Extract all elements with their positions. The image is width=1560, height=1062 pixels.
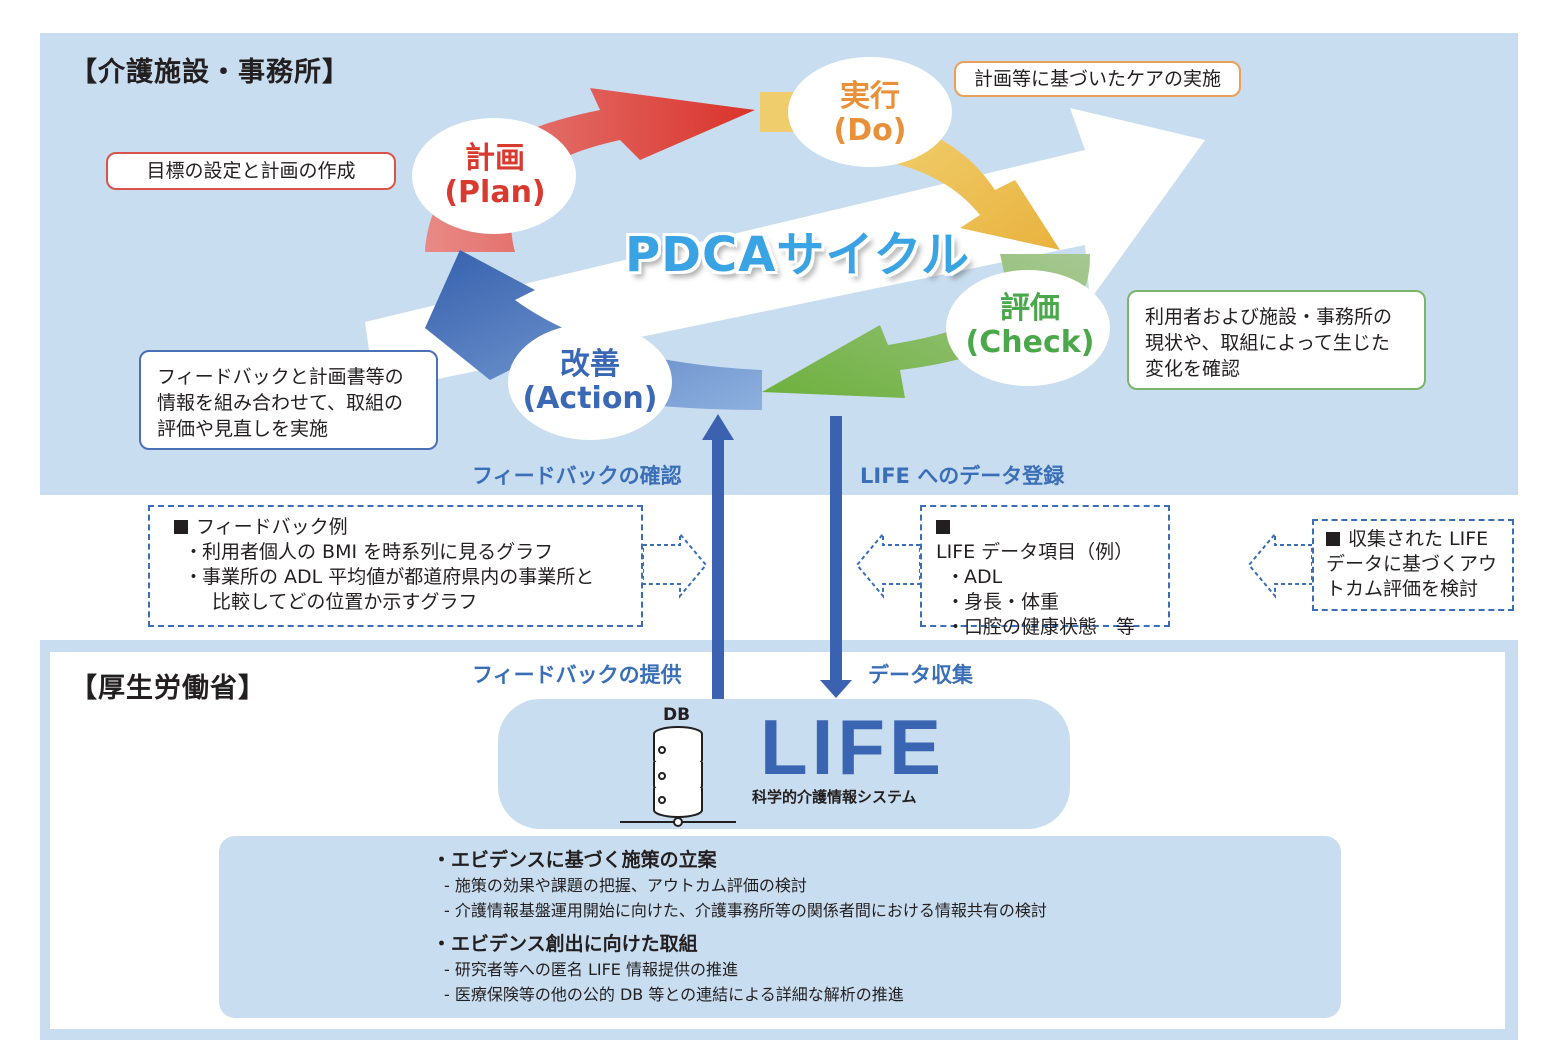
bullet-dot-icon: ・ [946, 566, 966, 588]
action-description: フィードバックと計画書等の 情報を組み合わせて、取組の 評価や見直しを実施 [139, 350, 438, 450]
action-label: 改善 (Action) [510, 348, 670, 416]
ministry-section-title: 【厚生労働省】 [70, 673, 266, 704]
evidence-heading: ・エビデンス創出に向けた取組 [432, 933, 698, 955]
check-label-en: (Check) [965, 325, 1095, 360]
data-down-arrowhead [820, 680, 852, 698]
check-description-line: 利用者および施設・事務所の [1145, 306, 1393, 328]
pdca-cycle-title: PDCAサイクル [625, 227, 970, 283]
feedback-examples-heading: フィードバック例 [174, 515, 617, 540]
bullet-dot-icon: ・ [184, 566, 204, 588]
feedback-provide-label: フィードバックの提供 [472, 663, 682, 687]
action-label-jp: 改善 [560, 347, 620, 382]
db-label: DB [663, 705, 691, 725]
action-ellipse [508, 324, 672, 440]
plan-label-jp: 計画 [465, 141, 525, 176]
check-label-jp: 評価 [1000, 291, 1060, 326]
check-ellipse [946, 270, 1110, 386]
life-subtitle: 科学的介護情報システム [752, 788, 917, 806]
life-data-items-box: LIFE データ項目（例） ・ADL ・身長・体重 ・口腔の健康状態 等 [920, 505, 1170, 638]
data-down-shaft [830, 416, 842, 682]
feedback-examples-heading-text: フィードバック例 [196, 516, 348, 538]
outcome-note-box: 収集された LIFE データに基づくアウ トカム評価を検討 [1312, 519, 1514, 611]
feedback-examples-box: フィードバック例 ・利用者個人の BMI を時系列に見るグラフ ・事業所の AD… [148, 505, 643, 627]
action-description-line: フィードバックと計画書等の [157, 366, 404, 388]
facility-section-title: 【介護施設・事務所】 [70, 57, 350, 88]
action-description-line: 評価や見直しを実施 [157, 418, 329, 440]
progress-arrow [365, 108, 1205, 392]
plan-description: 目標の設定と計画の作成 [106, 152, 396, 190]
life-data-items-heading: LIFE データ項目（例） [936, 515, 1154, 565]
list-item: ・口腔の健康状態 等 [936, 615, 1154, 640]
feedback-up-shaft [712, 432, 724, 700]
action-label-en: (Action) [522, 381, 658, 416]
check-description: 利用者および施設・事務所の 現状や、取組によって生じた 変化を確認 [1127, 290, 1426, 390]
outcome-hollow-arrow-icon [1247, 531, 1313, 599]
list-item-continuation: 比較してどの位置か示すグラフ [212, 591, 478, 613]
list-item: ・ADL [936, 565, 1154, 590]
list-item-text: ADL [964, 566, 1003, 588]
list-item: ・事業所の ADL 平均値が都道府県内の事業所と [174, 565, 617, 590]
feedback-up-arrowhead [702, 414, 734, 440]
bullet-dot-icon: ・ [946, 616, 966, 638]
life-system-pill [498, 699, 1070, 829]
list-item-text: 利用者個人の BMI を時系列に見るグラフ [202, 541, 554, 563]
evidence-item: - 介護情報基盤運用開始に向けた、介護事務所等の関係者間における情報共有の検討 [444, 901, 1047, 920]
feedback-confirm-label: フィードバックの確認 [472, 464, 682, 488]
list-item: ・利用者個人の BMI を時系列に見るグラフ [174, 540, 617, 565]
check-description-line: 現状や、取組によって生じた [1145, 332, 1390, 354]
list-item-text: 事業所の ADL 平均値が都道府県内の事業所と [202, 566, 595, 588]
life-data-items-heading-text: LIFE データ項目（例） [936, 541, 1134, 563]
outcome-note-line: 収集された LIFE [1326, 527, 1500, 552]
do-label-en: (Do) [833, 113, 907, 148]
action-arrow [425, 250, 762, 410]
do-label: 実行 (Do) [790, 80, 950, 148]
life-register-label: LIFE へのデータ登録 [860, 464, 1065, 488]
outcome-note-line: データに基づくアウ [1326, 553, 1498, 575]
check-label: 評価 (Check) [950, 292, 1110, 360]
bullet-dot-icon: ・ [946, 591, 966, 613]
evidence-item: - 施策の効果や課題の把握、アウトカム評価の検討 [444, 876, 807, 895]
check-description-line: 変化を確認 [1145, 358, 1241, 380]
square-bullet-icon [174, 520, 188, 534]
evidence-list: ・エビデンスに基づく施策の立案 - 施策の効果や課題の把握、アウトカム評価の検討… [432, 847, 1047, 1007]
evidence-item: - 医療保険等の他の公的 DB 等との連結による詳細な解析の推進 [444, 985, 904, 1004]
evidence-item: - 研究者等への匿名 LIFE 情報提供の推進 [444, 960, 738, 979]
do-label-jp: 実行 [840, 79, 900, 114]
plan-label-en: (Plan) [444, 175, 546, 210]
do-description: 計画等に基づいたケアの実施 [954, 61, 1241, 97]
plan-label: 計画 (Plan) [415, 142, 575, 210]
list-item: ・身長・体重 [936, 590, 1154, 615]
list-item-text: 口腔の健康状態 等 [964, 616, 1136, 638]
square-bullet-icon [936, 520, 950, 534]
plan-ellipse [412, 118, 576, 234]
items-hollow-arrow-icon [855, 531, 921, 599]
square-bullet-icon [1326, 532, 1340, 546]
evidence-heading: ・エビデンスに基づく施策の立案 [432, 849, 717, 871]
data-collect-label: データ収集 [868, 663, 973, 687]
feedback-hollow-arrow-icon [642, 531, 708, 599]
database-icon [620, 726, 736, 827]
life-logo: LIFE [760, 703, 945, 791]
evidence-panel [219, 836, 1341, 1018]
do-ellipse [788, 57, 952, 167]
outcome-note-text: 収集された LIFE [1348, 528, 1489, 550]
bullet-dot-icon: ・ [184, 541, 204, 563]
outcome-note-line: トカム評価を検討 [1326, 578, 1479, 600]
list-item-text: 身長・体重 [964, 591, 1060, 613]
action-description-line: 情報を組み合わせて、取組の [157, 392, 404, 414]
